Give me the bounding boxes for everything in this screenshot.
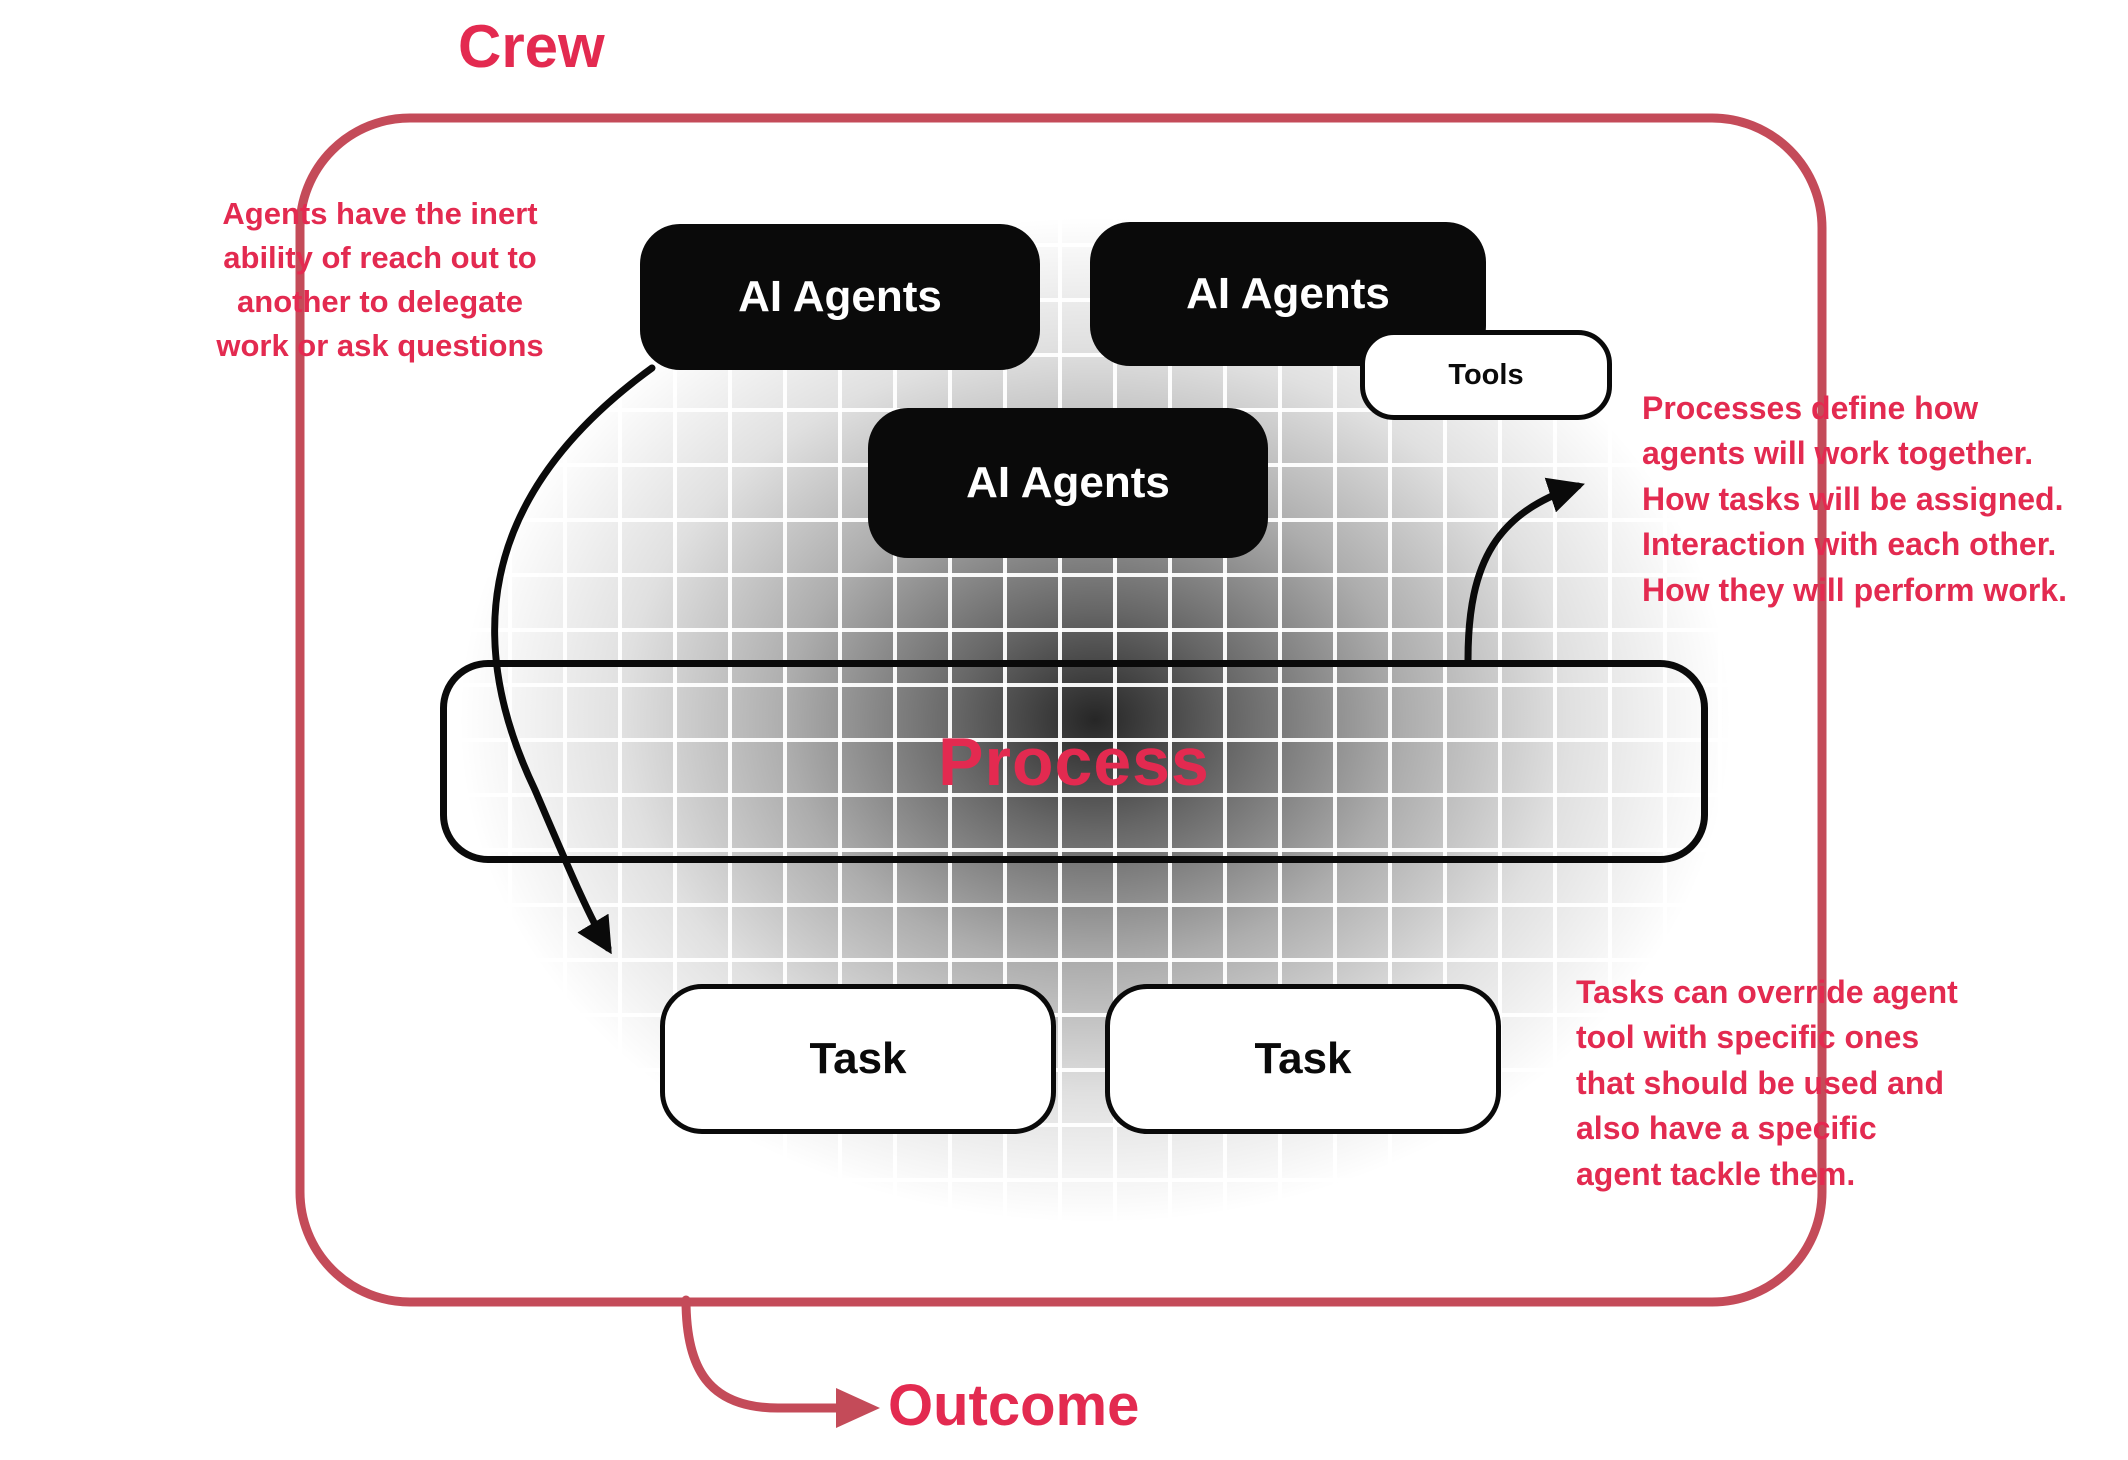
process-label: Process xyxy=(938,723,1210,800)
outcome-label: Outcome xyxy=(888,1373,1140,1438)
process-to-annotation-arrow xyxy=(1464,477,1585,664)
task-box-2: Task xyxy=(1105,984,1501,1134)
outcome-connector-line xyxy=(681,1295,843,1413)
ai-agents-box-1: AI Agents xyxy=(640,224,1040,370)
task-box-1: Task xyxy=(660,984,1056,1134)
ai-agents-box-2: AI Agents xyxy=(1090,222,1486,366)
ai-agents-label-1: AI Agents xyxy=(738,272,942,321)
crew-frame-border xyxy=(295,113,1827,1307)
tools-box: Tools xyxy=(1360,330,1612,420)
process-box: Process xyxy=(440,660,1708,863)
outcome-arrowhead-icon xyxy=(836,1388,880,1428)
ai-agents-label-2: AI Agents xyxy=(1186,269,1390,318)
agents-to-task-arrow xyxy=(491,364,656,955)
ai-agents-label-3: AI Agents xyxy=(966,458,1170,507)
tools-label: Tools xyxy=(1448,358,1524,391)
crew-title: Crew xyxy=(458,13,605,80)
task-label-1: Task xyxy=(809,1034,907,1083)
ai-agents-box-3: AI Agents xyxy=(868,408,1268,558)
task-label-2: Task xyxy=(1254,1034,1352,1083)
